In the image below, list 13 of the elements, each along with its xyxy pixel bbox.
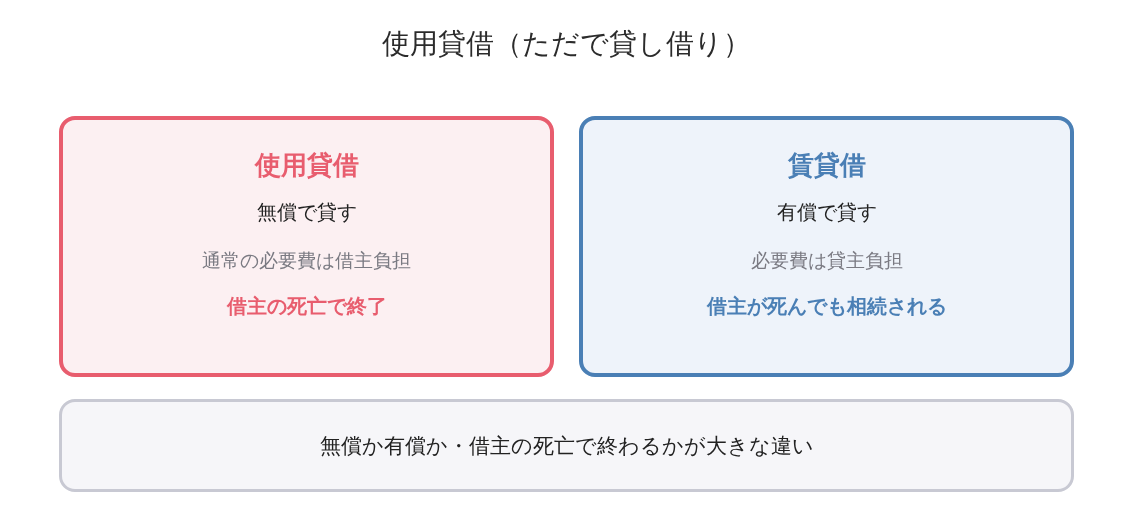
card-highlight: 借主の死亡で終了 xyxy=(226,293,387,320)
comparison-card xyxy=(59,116,554,377)
card-line: 無償で貸す xyxy=(256,199,357,226)
card-heading: 使用貸借 xyxy=(254,149,359,182)
summary-text: 無償か有償か・借主の死亡で終わるかが大きな違い xyxy=(319,432,814,460)
diagram-title: 使用貸借（ただで貸し借り） xyxy=(381,27,751,60)
comparison-card xyxy=(579,116,1074,377)
summary-box xyxy=(59,399,1074,492)
card-heading: 賃貸借 xyxy=(787,149,866,182)
card-note: 必要費は貸主負担 xyxy=(750,248,903,273)
card-note: 通常の必要費は借主負担 xyxy=(202,248,411,273)
card-highlight: 借主が死んでも相続される xyxy=(706,293,947,320)
card-line: 有償で貸す xyxy=(776,199,877,226)
